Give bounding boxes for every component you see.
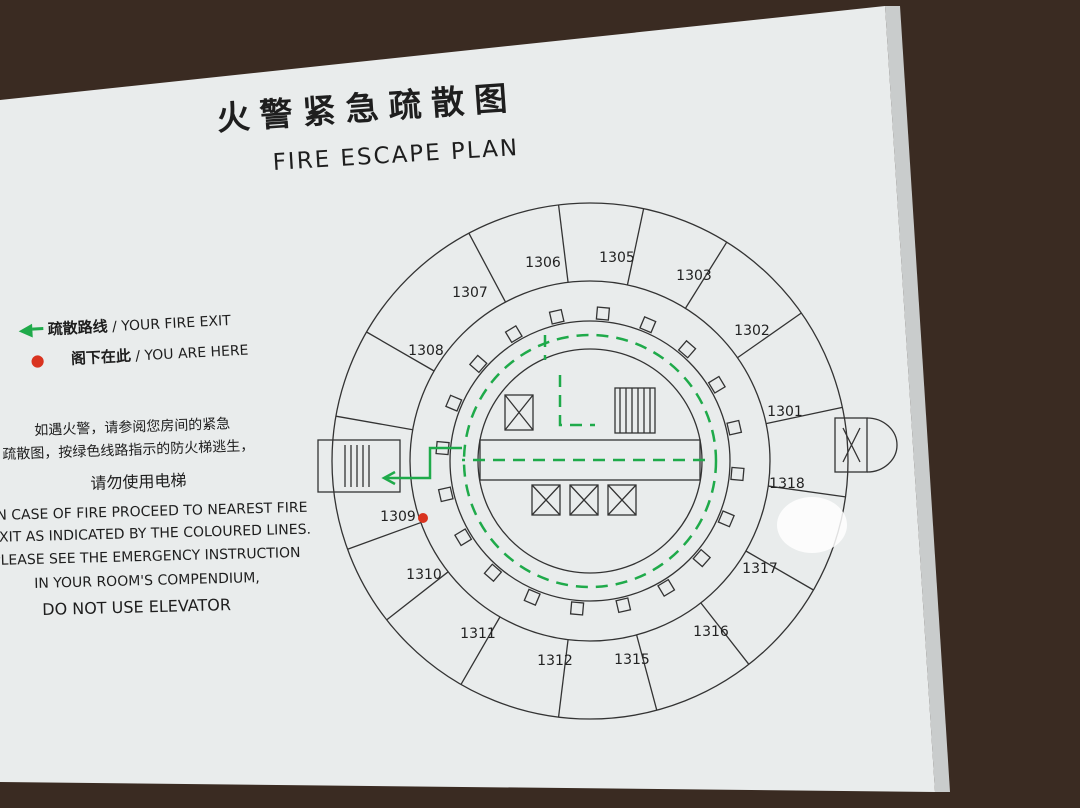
room-divider: [468, 232, 507, 303]
flash-glare: [777, 497, 847, 553]
legend-you-are-here-cn: 阁下在此: [70, 346, 132, 368]
elevator-4-icon: [607, 484, 637, 516]
green-arrow-icon: ◀━: [18, 318, 44, 341]
sign-panel: [0, 6, 935, 792]
room-1308: 1308: [408, 343, 444, 359]
west-stair-steps: [344, 445, 370, 487]
core-stair: [614, 387, 656, 434]
room-1312: 1312: [537, 653, 573, 669]
gear-tooth: [445, 394, 463, 412]
route-arrow-icon: [381, 470, 396, 486]
room-divider: [745, 550, 814, 591]
corridor-gear-wall: [435, 306, 745, 616]
room-divider: [684, 241, 728, 309]
room-divider: [626, 208, 645, 286]
room-divider: [635, 634, 658, 711]
room-1311: 1311: [460, 626, 496, 642]
gear-tooth: [730, 466, 745, 482]
room-ring-inner-wall: [409, 280, 771, 642]
gear-tooth: [726, 419, 743, 436]
gear-tooth: [437, 486, 454, 503]
elevator-1-icon: [504, 394, 534, 431]
room-1310: 1310: [406, 567, 442, 583]
gear-tooth: [639, 316, 657, 334]
room-divider: [768, 485, 846, 498]
room-divider: [386, 571, 449, 621]
route-to-stair: [385, 446, 462, 480]
west-fire-stair: [317, 439, 401, 493]
gear-tooth: [523, 588, 541, 606]
east-elevator-icon: [842, 427, 861, 463]
route-branch: [543, 335, 595, 427]
gear-tooth: [615, 597, 632, 614]
elevator-3-icon: [569, 484, 599, 516]
elevator-4: [607, 484, 637, 516]
room-divider: [557, 204, 569, 283]
gear-tooth: [692, 548, 712, 568]
room-divider: [366, 331, 435, 372]
sign-edge: [885, 6, 950, 792]
east-elevator: [834, 417, 868, 473]
notice-cn-3: 请勿使用电梯: [90, 470, 187, 493]
room-divider: [737, 312, 802, 359]
gear-tooth: [717, 510, 735, 528]
room-divider: [460, 616, 501, 685]
gear-tooth: [707, 375, 726, 394]
room-1315: 1315: [614, 652, 650, 668]
room-1316: 1316: [693, 624, 729, 640]
gear-tooth: [595, 306, 611, 321]
room-1301: 1301: [767, 404, 803, 420]
room-divider: [347, 521, 422, 550]
room-1306: 1306: [525, 255, 561, 271]
gear-tooth: [677, 339, 697, 359]
gear-tooth: [504, 325, 523, 344]
floor-plan: [317, 202, 898, 720]
legend-fire-exit-cn: 疏散路线: [47, 317, 109, 339]
gear-tooth: [548, 308, 565, 325]
elevator-2-icon: [531, 484, 561, 516]
gear-tooth: [454, 528, 473, 547]
gear-tooth: [483, 563, 503, 583]
gear-tooth: [657, 578, 676, 597]
room-divider: [700, 602, 750, 665]
elevator-2: [531, 484, 561, 516]
east-elevator-curve: [866, 417, 898, 473]
room-1309: 1309: [380, 509, 416, 525]
room-1318: 1318: [769, 476, 805, 492]
room-divider: [335, 415, 413, 431]
room-1307: 1307: [452, 285, 488, 301]
room-1305: 1305: [599, 250, 635, 266]
corridor-wall: [449, 320, 731, 602]
room-1317: 1317: [742, 561, 778, 577]
you-are-here-dot: [418, 513, 428, 523]
elevator-3: [569, 484, 599, 516]
red-dot-icon: ●: [30, 350, 45, 370]
elevator-1: [504, 394, 534, 431]
room-1302: 1302: [734, 323, 770, 339]
gear-tooth: [569, 601, 585, 616]
room-labels: 1307 1306 1305 1303 1302 1301 1318 1317 1316 1315…: [380, 250, 805, 669]
room-divider: [557, 639, 569, 718]
room-dividers: [335, 204, 846, 718]
room-1303: 1303: [676, 268, 712, 284]
route-ring: [462, 333, 718, 589]
fire-exit-route: [381, 333, 718, 589]
room-divider: [765, 406, 843, 425]
outer-wall: [331, 202, 849, 720]
core-stair-steps: [619, 388, 651, 433]
gear-tooth: [468, 354, 488, 374]
